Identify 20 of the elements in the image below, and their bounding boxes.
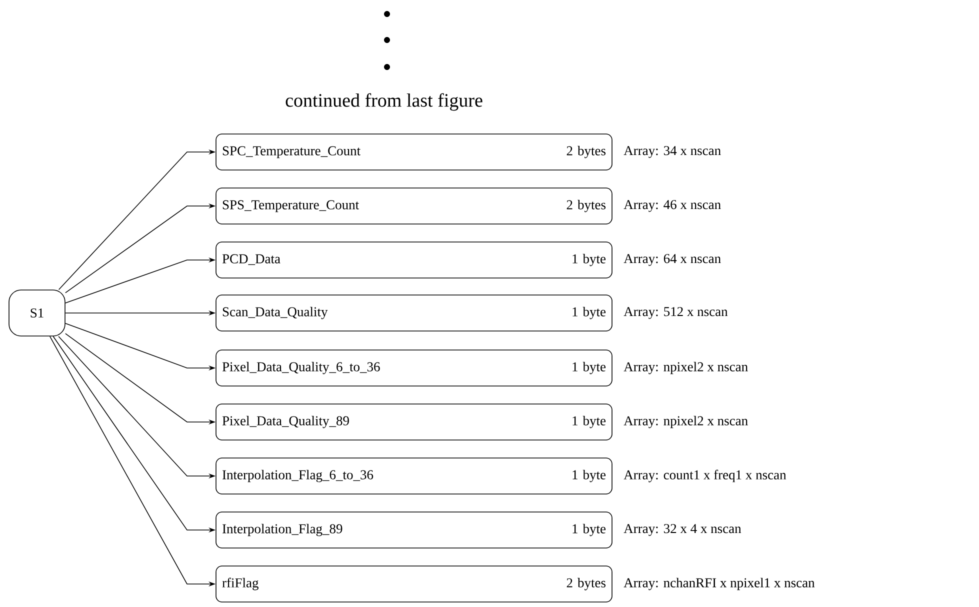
field-box: Scan_Data_Quality 1 byte [216, 294, 612, 332]
field-box: Interpolation_Flag_89 1 byte [216, 512, 612, 548]
caption-text: continued from last figure [286, 93, 482, 111]
field-box: rfiFlag 2 bytes [216, 566, 612, 602]
array-size-text: Array: 64 x nscan [624, 254, 721, 266]
source-box: S1 [8, 290, 66, 336]
field-box: Pixel_Data_Quality_89 1 byte [216, 404, 612, 440]
array-size-text: Array: count1 x freq1 x nscan [624, 470, 786, 482]
array-size-text: Array: 512 x nscan [624, 307, 728, 319]
field-box: SPS_Temperature_Count 2 bytes [216, 188, 612, 224]
field-box: PCD_Data 1 byte [216, 242, 612, 278]
field-box: Pixel_Data_Quality_6_to_36 1 byte [216, 350, 612, 386]
array-size-text: Array: 32 x 4 x nscan [624, 524, 742, 536]
field-box: SPC_Temperature_Count 2 bytes [216, 134, 612, 170]
array-size-text: Array: 46 x nscan [624, 200, 721, 212]
array-size-text: Array: 34 x nscan [624, 146, 721, 158]
array-size-text: Array: nchanRFI x npixel1 x nscan [624, 578, 815, 590]
array-size-text: Array: npixel2 x nscan [624, 416, 748, 428]
field-box: Interpolation_Flag_6_to_36 1 byte [216, 458, 612, 494]
array-size-text: Array: npixel2 x nscan [624, 362, 748, 374]
